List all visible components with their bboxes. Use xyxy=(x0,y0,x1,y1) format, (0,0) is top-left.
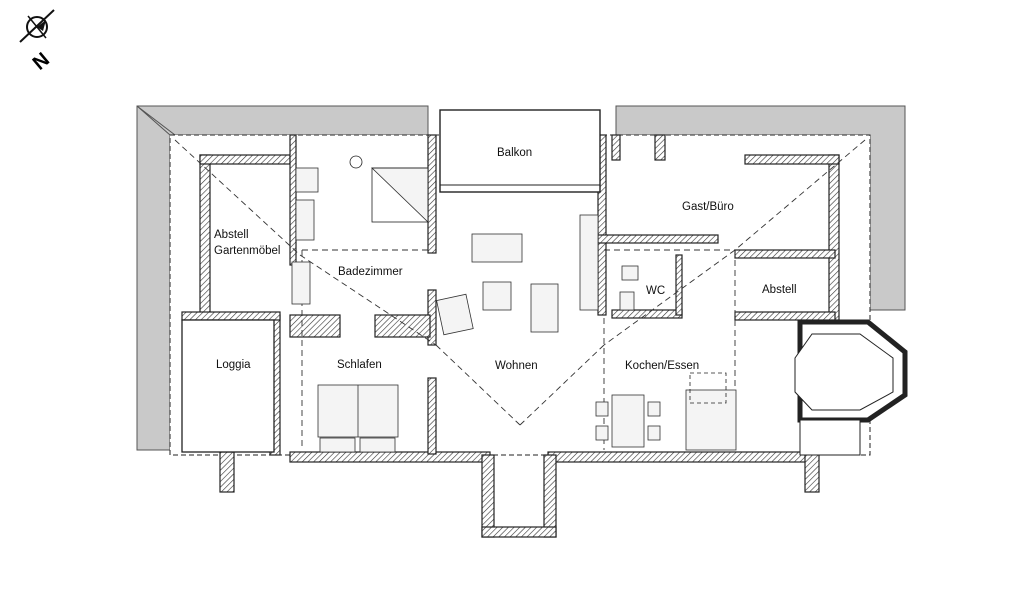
loggia-structure xyxy=(181,319,275,453)
north-letter: N xyxy=(29,49,54,75)
room-label-kochen-essen: Kochen/Essen xyxy=(625,360,699,372)
room-label-gast-buero: Gast/Büro xyxy=(682,201,734,213)
room-label-balkon: Balkon xyxy=(497,147,532,159)
room-label-abstell-garden-2: Gartenmöbel xyxy=(214,245,280,257)
building-outline xyxy=(169,134,871,538)
room-label-wc: WC xyxy=(646,285,665,297)
room-label-loggia: Loggia xyxy=(216,359,251,371)
north-arrow-icon: N xyxy=(19,9,55,75)
bay-window xyxy=(794,319,908,456)
room-label-badezimmer: Badezimmer xyxy=(338,266,403,278)
room-label-abstell: Abstell xyxy=(762,284,797,296)
room-label-wohnen: Wohnen xyxy=(495,360,538,372)
room-labels: Balkon Abstell Gartenmöbel Badezimmer Lo… xyxy=(214,147,797,372)
balcony-structure xyxy=(439,109,601,193)
room-label-abstell-garden-1: Abstell xyxy=(214,229,249,241)
furniture xyxy=(291,155,737,453)
room-label-schlafen: Schlafen xyxy=(337,359,382,371)
